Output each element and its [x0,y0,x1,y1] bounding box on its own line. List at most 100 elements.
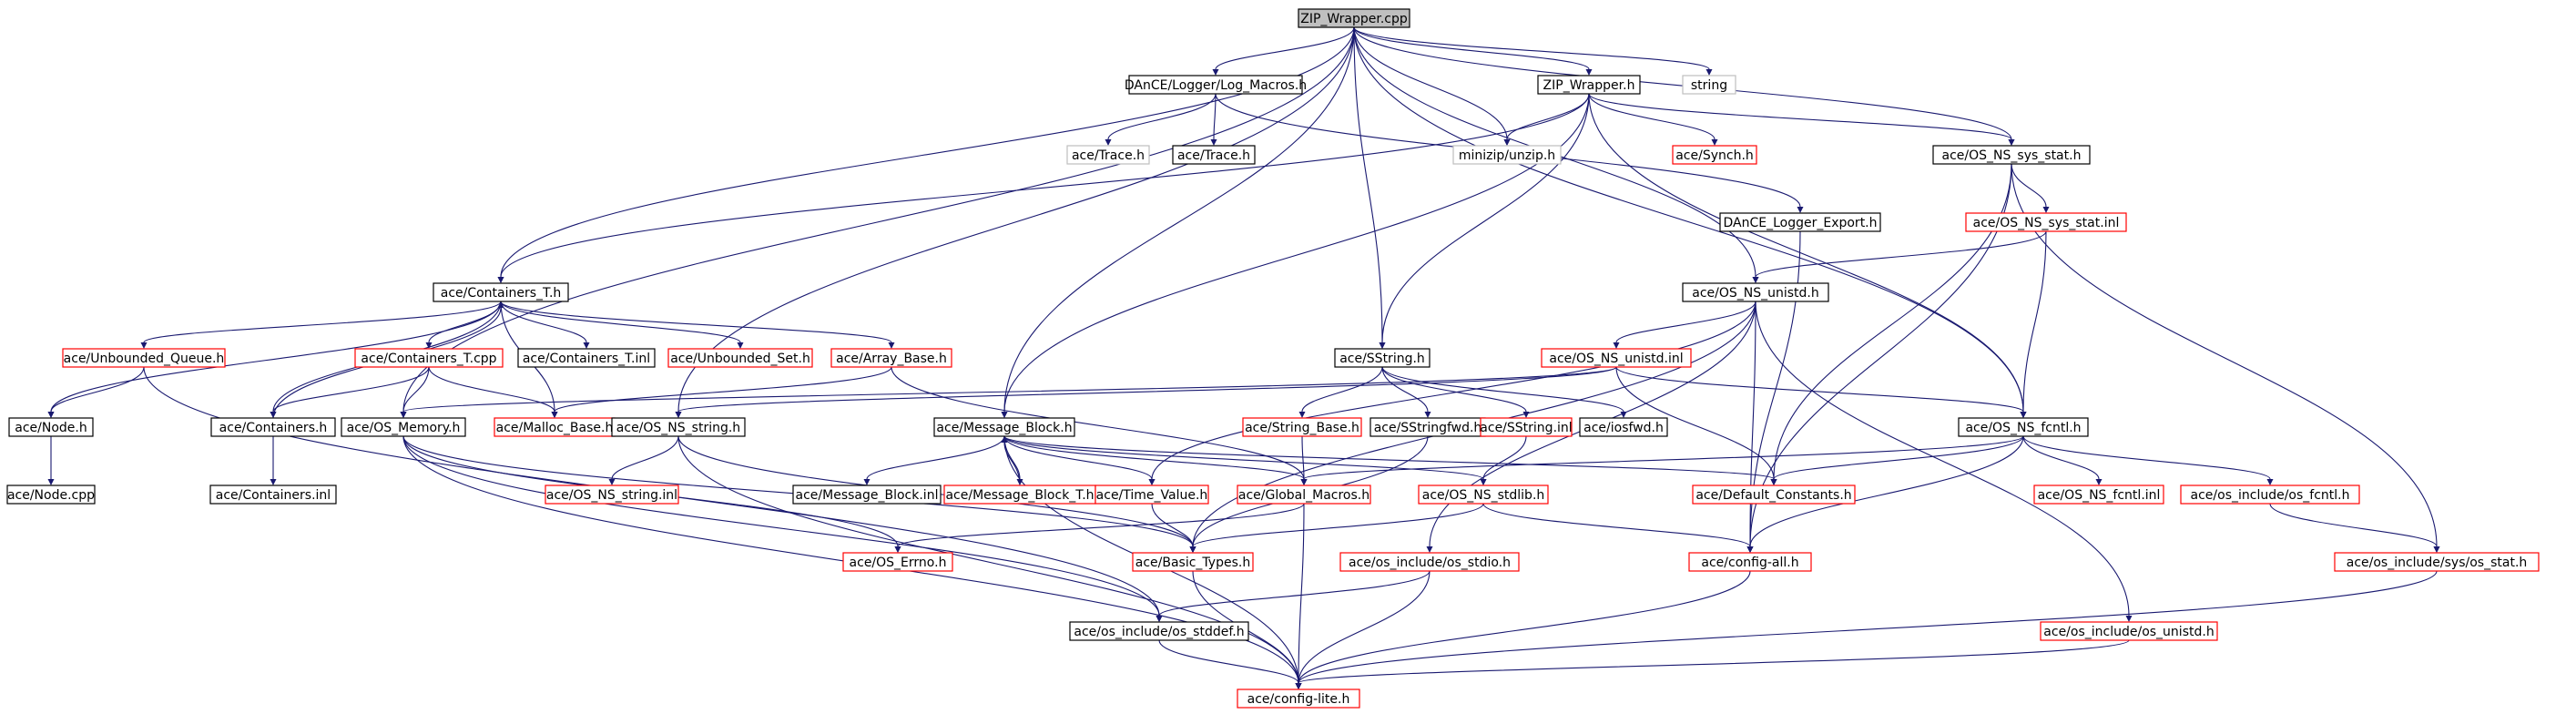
node-box-ace-os-ns-sys-stat-inl [1965,212,2127,232]
edge-arrowhead-os_include_fcntl-to-os_sys_stat [2433,546,2440,553]
edge-arrowhead-containers_t_h-to-unbounded_set [737,342,744,349]
node-ace-sstring-inl[interactable]: ace/SString.inl [1480,417,1573,437]
node-box-ace-os-ns-string-h [611,417,746,437]
edge-zip_cpp-to-ns_string_h [677,26,1355,413]
node-label-ace-os-ns-unistd-inl: ace/OS_NS_unistd.inl [1549,352,1683,366]
edge-unistd_inl-to-default_constants [1615,366,1775,480]
node-box-ace-message-block-inl [792,484,942,505]
node-ace-unbounded-queue-h[interactable]: ace/Unbounded_Queue.h [62,348,226,368]
edge-arrowhead-os_ns_fcntl-to-fcntl_inl [2095,479,2103,485]
edge-arrowhead-zip_h-to-sstring_h [1379,342,1386,349]
edge-os_stdio-to-os_stddef [1158,570,1431,617]
node-ace-sstring-h[interactable]: ace/SString.h [1334,348,1431,368]
edge-unistd_inl-to-os_ns_fcntl [1615,366,2024,413]
edge-os_include_fcntl-to-os_sys_stat [2269,503,2438,547]
node-ace-default-constants-h[interactable]: ace/Default_Constants.h [1692,484,1856,505]
node-ace-node-cpp[interactable]: ace/Node.cpp [6,484,96,505]
node-box-ace-os-ns-stdlib-h [1418,484,1549,505]
node-ace-array-base-h[interactable]: ace/Array_Base.h [830,348,952,368]
edge-sstring_h-to-sstring_inl [1381,366,1527,413]
node-ace-os-ns-sys-stat-h[interactable]: ace/OS_NS_sys_stat.h [1932,145,2091,165]
node-box-ace-synch-h [1672,145,1757,165]
edge-os_stddef-to-config_lite [1158,639,1299,684]
node-label-ace-time-value-h: ace/Time_Value.h [1096,488,1208,503]
node-ace-containers-h[interactable]: ace/Containers.h [210,417,336,437]
node-box-ace-os-include-sys-os-stat-h [2334,552,2540,572]
edge-containers_t_cpp-to-malloc_base [428,366,555,413]
node-box-ace-time-value-h [1095,484,1209,505]
edge-containers_t_h-to-unbounded_set [500,301,741,343]
node-ace-os-include-os-fcntl-h[interactable]: ace/os_include/os_fcntl.h [2180,484,2360,505]
node-label-string: string [1691,78,1727,93]
node-dance-logger-log-macros-h[interactable]: DAnCE/Logger/Log_Macros.h [1125,75,1307,95]
node-ace-os-include-os-unistd-h[interactable]: ace/os_include/os_unistd.h [2040,621,2218,641]
node-ace-message-block-inl[interactable]: ace/Message_Block.inl [792,484,942,505]
node-ace-config-all-h[interactable]: ace/config-all.h [1688,552,1812,572]
node-ace-time-value-h[interactable]: ace/Time_Value.h [1095,484,1209,505]
edge-arrowhead-zip_cpp-to-dance_macros [1212,69,1219,76]
node-label-ace-synch-h: ace/Synch.h [1675,148,1754,163]
node-box-string [1682,75,1736,95]
edge-arrowhead-ns_string_h-to-ns_string_inl [608,479,616,485]
node-ace-trace-h[interactable]: ace/Trace.h [1172,145,1256,165]
node-ace-containers-inl[interactable]: ace/Containers.inl [209,484,337,505]
node-box-ace-os-include-os-stddef-h [1069,621,1249,641]
node-ace-basic-types-h[interactable]: ace/Basic_Types.h [1132,552,1254,572]
node-zip-wrapper-h[interactable]: ZIP_Wrapper.h [1537,75,1641,95]
edge-zip_h-to-sstring_h [1381,93,1590,343]
node-ace-containers-t-h[interactable]: ace/Containers_T.h [433,282,569,302]
node-label-ace-os-include-os-stdio-h: ace/os_include/os_stdio.h [1349,556,1511,570]
edge-os_stdio-to-config_lite [1298,570,1431,684]
node-ace-synch-h[interactable]: ace/Synch.h [1672,145,1757,165]
node-ace-containers-t-inl[interactable]: ace/Containers_T.inl [517,348,656,368]
node-box-ace-message-block-h [933,417,1075,437]
node-box-ace-trace-h [1066,145,1150,165]
node-ace-message-block-t-h[interactable]: ace/Message_Block_T.h [943,484,1096,505]
node-ace-node-h[interactable]: ace/Node.h [8,417,94,437]
node-label-ace-sstring-h: ace/SString.h [1339,352,1425,366]
node-label-ace-node-h: ace/Node.h [15,421,87,435]
edge-arrowhead-containers_t_h-to-containers_t_cpp [425,342,433,349]
node-ace-global-macros-h[interactable]: ace/Global_Macros.h [1237,484,1371,505]
node-ace-os-ns-unistd-inl[interactable]: ace/OS_NS_unistd.inl [1541,348,1692,368]
node-label-ace-message-block-t-h: ace/Message_Block_T.h [945,488,1094,503]
file-nodes: ZIP_Wrapper.cppDAnCE/Logger/Log_Macros.h… [6,8,2540,709]
edge-arrowhead-os_ns_fcntl-to-config_all [1746,546,1754,553]
node-ace-unbounded-set-h[interactable]: ace/Unbounded_Set.h [667,348,813,368]
node-dance-logger-export-h[interactable]: DAnCE_Logger_Export.h [1719,212,1881,232]
node-ace-os-ns-fcntl-h[interactable]: ace/OS_NS_fcntl.h [1958,417,2089,437]
node-ace-os-ns-sys-stat-inl[interactable]: ace/OS_NS_sys_stat.inl [1965,212,2127,232]
node-ace-os-ns-stdlib-h[interactable]: ace/OS_NS_stdlib.h [1418,484,1549,505]
node-ace-os-ns-fcntl-inl[interactable]: ace/OS_NS_fcntl.inl [2033,484,2164,505]
node-ace-containers-t-cpp[interactable]: ace/Containers_T.cpp [354,348,504,368]
edge-stdlib-to-basic_types [1192,503,1484,547]
edge-string_base-to-global_macros [1301,435,1305,480]
node-ace-malloc-base-h[interactable]: ace/Malloc_Base.h [494,417,616,437]
edge-arrowhead-sys_stat_inl-to-unistd_h [1752,277,1759,283]
node-ace-message-block-h[interactable]: ace/Message_Block.h [933,417,1075,437]
node-ace-os-ns-string-h[interactable]: ace/OS_NS_string.h [611,417,746,437]
edge-arrowhead-unistd_h-to-os_unistd [2125,616,2133,622]
edge-containers_t_h-to-unbounded_queue [143,301,502,343]
node-ace-string-base-h[interactable]: ace/String_Base.h [1242,417,1362,437]
node-ace-os-ns-string-inl[interactable]: ace/OS_NS_string.inl [545,484,679,505]
edge-containers_t_h-to-containers_t_inl [500,301,587,343]
edge-zip_h-to-synch [1588,93,1716,140]
node-ace-sstringfwd-h[interactable]: ace/SStringfwd.h [1369,417,1486,437]
edge-ns_string_h-to-config_lite [677,435,1299,684]
edge-arrowhead-sstring_h-to-iosfwd [1620,412,1627,418]
node-box-ace-containers-t-inl [517,348,656,368]
node-ace-os-memory-h[interactable]: ace/OS_Memory.h [341,417,466,437]
node-ace-os-include-sys-os-stat-h[interactable]: ace/os_include/sys/os_stat.h [2334,552,2540,572]
node-ace-os-include-os-stddef-h[interactable]: ace/os_include/os_stddef.h [1069,621,1249,641]
edge-arrowhead-unistd_h-to-unistd_inl [1613,342,1620,349]
node-ace-iosfwd-h[interactable]: ace/iosfwd.h [1579,417,1668,437]
node-ace-os-errno-h[interactable]: ace/OS_Errno.h [842,552,953,572]
node-ace-config-lite-h[interactable]: ace/config-lite.h [1237,688,1360,709]
node-label-ace-containers-h: ace/Containers.h [219,421,328,435]
node-ace-os-ns-unistd-h[interactable]: ace/OS_NS_unistd.h [1682,282,1829,302]
edge-arrowhead-unistd_h-to-os_stdio [1426,546,1433,553]
node-ace-os-include-os-stdio-h[interactable]: ace/os_include/os_stdio.h [1339,552,1520,572]
node-box-ace-global-macros-h [1237,484,1371,505]
edge-zip_h-to-minizip [1506,93,1590,140]
